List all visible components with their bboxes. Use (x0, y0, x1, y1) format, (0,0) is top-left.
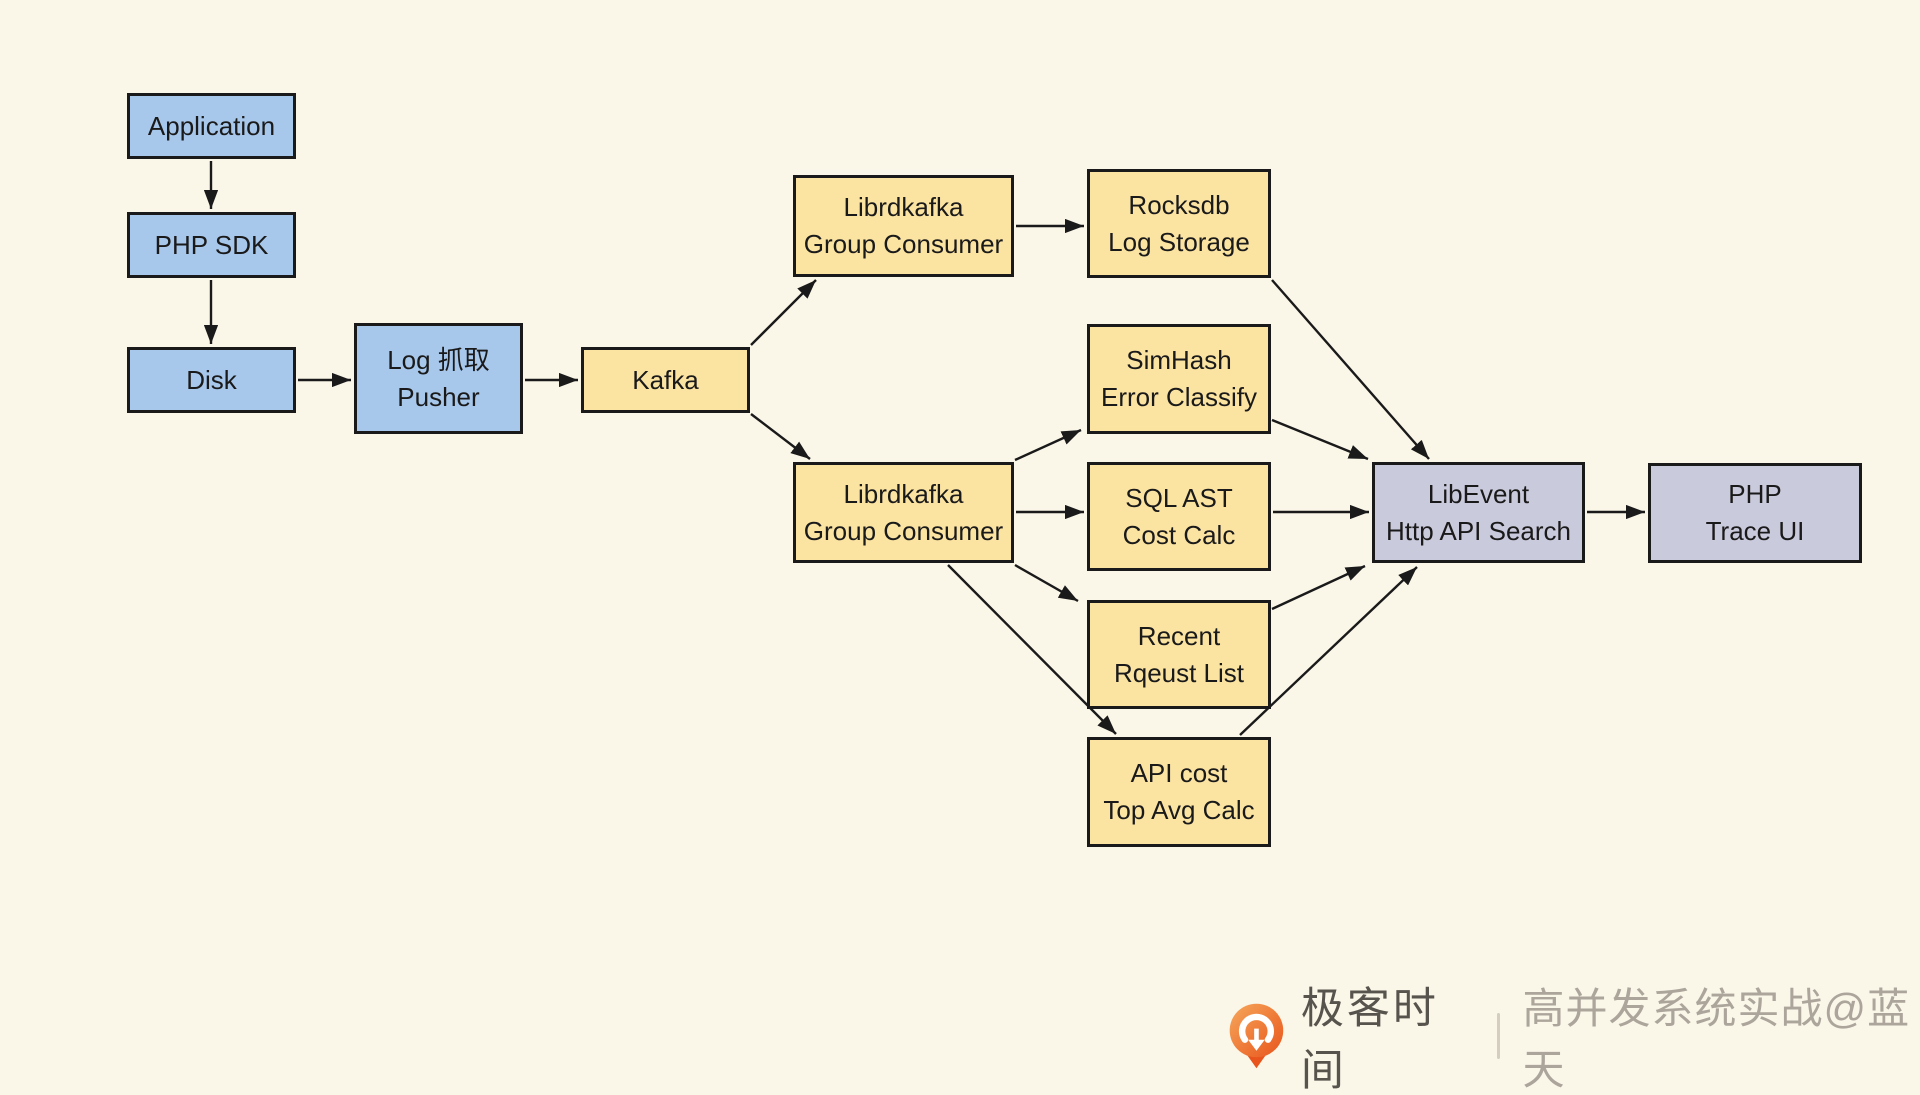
node-label-line: Application (147, 110, 276, 141)
node-label-line: PHP (1728, 479, 1782, 510)
brand-name: 极客时间 (1300, 985, 1439, 1095)
node-label-line: Disk (186, 364, 237, 395)
node-label-line: Http API Search (1386, 515, 1571, 546)
node-label-line: LibEvent (1427, 478, 1530, 509)
footer-watermark: 极客时间 高并发系统实战@蓝天 (1226, 985, 1920, 1095)
node-label-line: Log Storage (1108, 226, 1250, 257)
edge-rocksdb-to-libevent (1271, 279, 1430, 460)
node-label-line: Rqeust List (1113, 657, 1245, 688)
node-label-line: Cost Calc (1122, 519, 1236, 550)
node-label-line: Recent (1137, 620, 1221, 651)
node-label-line: SQL AST (1125, 482, 1233, 513)
node-log-pusher: Log 抓取 Pusher (354, 323, 523, 434)
geektime-logo-icon (1229, 1003, 1284, 1069)
node-sql-ast: SQL AST Cost Calc (1087, 462, 1271, 571)
node-label-line: Group Consumer (803, 515, 1004, 546)
node-php-trace-ui: PHP Trace UI (1648, 463, 1862, 563)
node-label-line: PHP SDK (154, 229, 269, 260)
node-label-line: Kafka (632, 364, 699, 395)
node-label-line: Librdkafka (843, 478, 964, 509)
node-label-line: API cost (1130, 758, 1228, 789)
node-label-line: Log 抓取 (387, 344, 490, 375)
node-label-line: Group Consumer (803, 229, 1004, 259)
node-label-line: Top Avg Calc (1103, 795, 1255, 825)
edge-recent-to-libevent (1271, 564, 1366, 611)
node-disk: Disk (127, 347, 296, 413)
node-label-line: Trace UI (1705, 516, 1805, 546)
edge-kafka-to-librdkafka-top (750, 279, 817, 346)
node-label-line: SimHash (1126, 345, 1232, 376)
edge-simhash-to-libevent (1271, 418, 1369, 461)
edge-kafka-to-librdkafka-bottom (750, 413, 811, 460)
node-application: Application (127, 93, 296, 159)
node-label-line: Rocksdb (1128, 189, 1230, 220)
node-label-line: Pusher (397, 381, 480, 412)
node-php-sdk: PHP SDK (127, 212, 296, 278)
node-label-line: Error Classify (1100, 382, 1257, 412)
series-title: 高并发系统实战@蓝天 (1522, 985, 1911, 1093)
node-label-line: Librdkafka (843, 192, 964, 223)
separator-bar (1496, 1013, 1501, 1059)
edge-librdkafka-bottom-to-recent (1014, 563, 1079, 603)
node-kafka: Kafka (581, 347, 750, 413)
edge-librdkafka-bottom-to-simhash (1014, 428, 1082, 462)
